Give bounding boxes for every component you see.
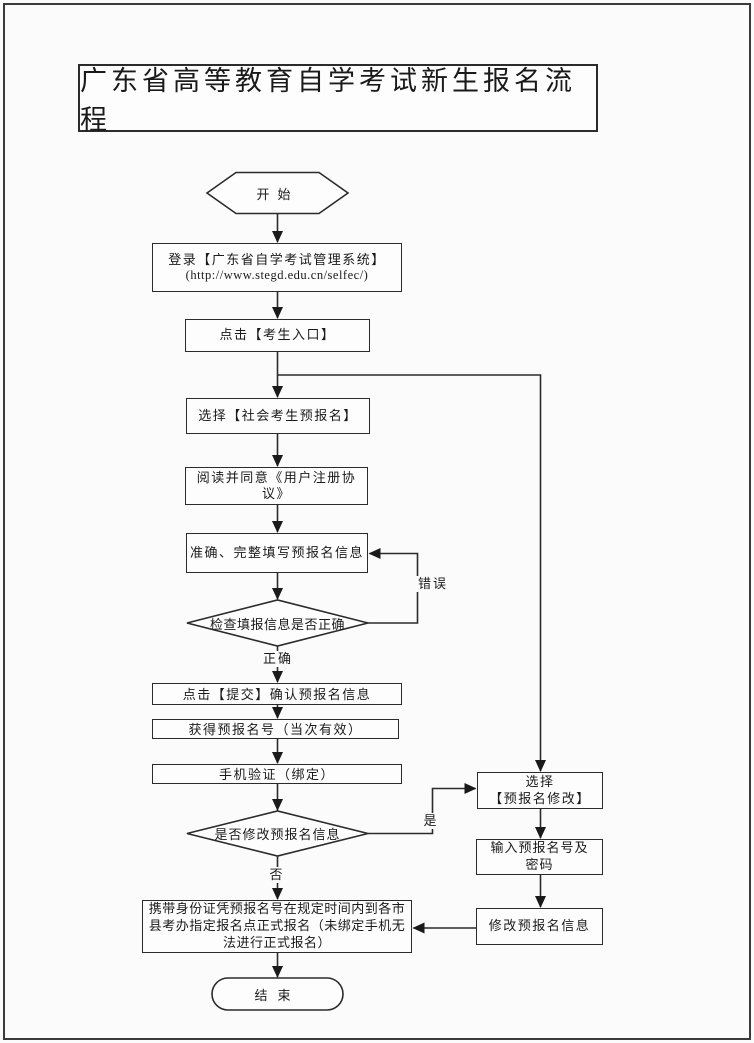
edge-label-yes: 是 xyxy=(420,813,442,830)
node-login-system: 登录【广东省自学考试管理系统】 (http://www.stegd.edu.cn… xyxy=(152,243,402,292)
node-fill-info: 准确、完整填写预报名信息 xyxy=(186,533,368,573)
node-check-correct: 检查填报信息是否正确 xyxy=(187,600,368,646)
node-enter-number-line2: 密码 xyxy=(525,857,554,872)
node-formal-register-label: 携带身份证凭预报名号在规定时间内到各市县考办指定报名点正式报名（未绑定手机无法进… xyxy=(148,901,406,950)
node-get-number-label: 获得预报名号（当次有效） xyxy=(188,721,363,737)
page-title-text: 广东省高等教育自学考试新生报名流程 xyxy=(80,66,576,135)
start-hexagon-shape xyxy=(205,171,350,215)
node-select-modify: 选择 【预报名修改】 xyxy=(477,772,603,809)
node-click-entry: 点击【考生入口】 xyxy=(185,319,370,352)
node-select-modify-line2: 【预报名修改】 xyxy=(489,790,591,806)
edge-branch-to-selectmodify xyxy=(277,374,546,772)
edge-label-correct: 正确 xyxy=(251,651,305,668)
node-submit-confirm: 点击【提交】确认预报名信息 xyxy=(152,683,402,705)
node-get-number: 获得预报名号（当次有效） xyxy=(152,719,399,739)
node-click-entry-label: 点击【考生入口】 xyxy=(219,327,336,343)
node-end-label: 结束 xyxy=(254,987,301,1003)
edge-yes-to-selectmodify xyxy=(368,783,477,835)
node-check-correct-label: 检查填报信息是否正确 xyxy=(209,616,345,632)
edge-label-error: 错误 xyxy=(412,576,454,593)
node-modify-question: 是否修改预报名信息 xyxy=(187,811,368,856)
node-start-label: 开始 xyxy=(256,186,299,202)
node-modify-question-label: 是否修改预报名信息 xyxy=(214,827,341,842)
node-enter-number-line1: 输入预报名号及 xyxy=(490,840,589,856)
node-modify-info-label: 修改预报名信息 xyxy=(488,918,591,934)
node-phone-verify-label: 手机验证（绑定） xyxy=(218,766,335,782)
node-phone-verify: 手机验证（绑定） xyxy=(152,764,402,784)
node-enter-number: 输入预报名号及 密码 xyxy=(476,839,603,875)
node-agree-terms-label: 阅读并同意《用户注册协议》 xyxy=(196,469,357,501)
node-start: 开始 xyxy=(207,172,348,214)
node-end: 结束 xyxy=(212,978,343,1010)
node-modify-info: 修改预报名信息 xyxy=(476,908,603,945)
node-login-url: (http://www.stegd.edu.cn/selfec/) xyxy=(185,267,369,282)
node-select-modify-line1: 选择 xyxy=(525,773,555,789)
node-login-line1: 登录【广东省自学考试管理系统】 xyxy=(168,251,386,267)
node-formal-register: 携带身份证凭预报名号在规定时间内到各市县考办指定报名点正式报名（未绑定手机无法进… xyxy=(142,900,412,953)
node-fill-info-label: 准确、完整填写预报名信息 xyxy=(189,544,364,560)
end-stadium-shape xyxy=(211,977,344,1011)
node-agree-terms: 阅读并同意《用户注册协议》 xyxy=(185,467,368,505)
node-select-prereg-label: 选择【社会考生预报名】 xyxy=(198,407,358,423)
edge-error-loop xyxy=(368,548,419,624)
node-select-prereg: 选择【社会考生预报名】 xyxy=(186,398,370,434)
page-title: 广东省高等教育自学考试新生报名流程 xyxy=(78,64,598,135)
node-submit-confirm-label: 点击【提交】确认预报名信息 xyxy=(182,686,372,702)
edge-label-no: 否 xyxy=(263,867,291,884)
